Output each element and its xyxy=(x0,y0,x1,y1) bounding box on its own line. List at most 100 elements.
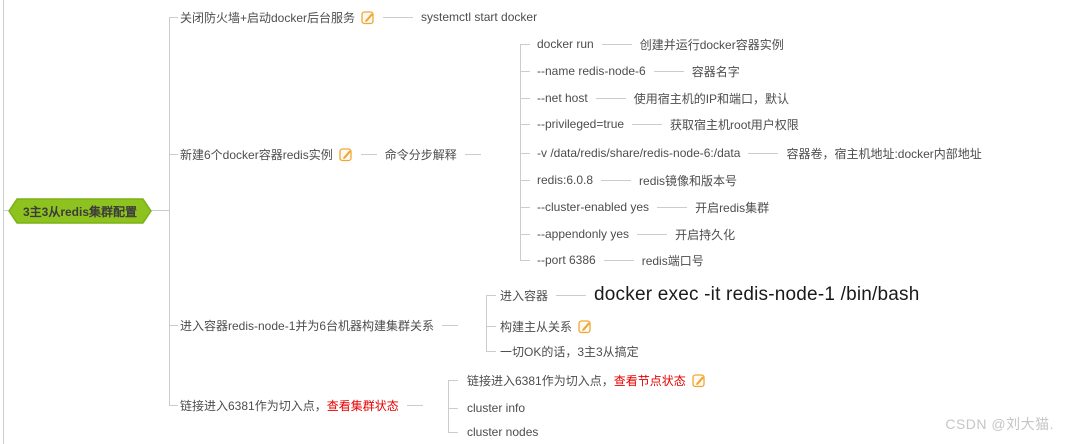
subtopic-enter-container[interactable]: 进入容器 docker exec -it redis-node-1 /bin/b… xyxy=(500,282,920,308)
connector-line xyxy=(632,123,663,125)
connector-line xyxy=(169,17,170,406)
subtopic-port[interactable]: --port 6386 redis端口号 xyxy=(537,251,704,269)
subtopic-label: 进入容器 xyxy=(500,288,549,303)
connector-line xyxy=(520,98,530,99)
connector-line xyxy=(442,324,459,326)
connector-line xyxy=(383,16,414,18)
connector-line xyxy=(150,210,169,211)
branch-enter-container-build-cluster[interactable]: 进入容器redis-node-1并为6台机器构建集群关系 xyxy=(180,316,459,334)
subtopic-net-host[interactable]: --net host 使用宿主机的IP和端口，默认 xyxy=(537,89,789,107)
connector-line xyxy=(520,180,530,181)
cmd-desc[interactable]: 创建并运行docker容器实例 xyxy=(639,37,784,52)
connector-line xyxy=(3,0,4,444)
connector-line xyxy=(595,97,626,99)
subtopic-label: 构建主从关系 xyxy=(500,319,573,334)
connector-line xyxy=(486,351,496,352)
root-topic-label: 3主3从redis集群配置 xyxy=(22,204,138,219)
subtopic-privileged[interactable]: --privileged=true 获取宿主机root用户权限 xyxy=(537,115,799,133)
connector-line xyxy=(520,153,530,154)
connector-line xyxy=(464,153,481,155)
cmd-label: --port 6386 xyxy=(537,253,596,267)
connector-line xyxy=(637,233,668,235)
cmd-desc[interactable]: 容器卷，宿主机地址:docker内部地址 xyxy=(786,146,982,161)
subtopic-label-prefix: 链接进入6381作为切入点， xyxy=(467,373,614,388)
note-pencil-icon[interactable] xyxy=(578,319,592,334)
subtopic-build-master-slave[interactable]: 构建主从关系 xyxy=(500,317,592,335)
cmd-desc[interactable]: redis镜像和版本号 xyxy=(639,173,738,188)
connector-line xyxy=(601,43,632,45)
connector-line xyxy=(748,152,779,154)
connector-line xyxy=(169,405,178,406)
subtopic-label: 一切OK的话，3主3从搞定 xyxy=(500,344,639,359)
connector-line xyxy=(603,259,634,261)
cmd-label: --name redis-node-6 xyxy=(537,64,646,78)
subtopic-cluster-nodes[interactable]: cluster nodes xyxy=(467,423,538,441)
csdn-watermark: CSDN @刘大猫. xyxy=(945,416,1054,432)
subtopic-name[interactable]: --name redis-node-6 容器名字 xyxy=(537,62,740,80)
connector-line xyxy=(169,154,178,155)
connector-line xyxy=(448,432,458,433)
connector-line xyxy=(406,404,423,406)
note-pencil-icon[interactable] xyxy=(361,10,375,25)
connector-line xyxy=(486,295,487,352)
connector-line xyxy=(360,153,377,155)
connector-line xyxy=(169,325,178,326)
connector-line xyxy=(520,71,530,72)
subtopic-volume[interactable]: -v /data/redis/share/redis-node-6:/data … xyxy=(537,144,982,162)
branch-label: 关闭防火墙+启动docker后台服务 xyxy=(180,10,356,25)
connector-line xyxy=(556,294,587,296)
subtopic-label: cluster info xyxy=(467,401,526,415)
connector-line xyxy=(448,408,458,409)
subtopic-redis-image[interactable]: redis:6.0.8 redis镜像和版本号 xyxy=(537,171,737,189)
connector-line xyxy=(520,260,530,261)
branch-label-red: 查看集群状态 xyxy=(326,398,399,413)
connector-line xyxy=(520,207,530,208)
connector-line xyxy=(169,17,178,18)
connector-line xyxy=(486,295,496,296)
connector-line xyxy=(601,179,632,181)
connector-line xyxy=(3,210,11,211)
subtopic-appendonly[interactable]: --appendonly yes 开启持久化 xyxy=(537,225,735,243)
cmd-desc[interactable]: 开启持久化 xyxy=(675,227,736,242)
branch-create-6-containers[interactable]: 新建6个docker容器redis实例 命令分步解释 xyxy=(180,145,481,163)
connector-line xyxy=(520,234,530,235)
cmd-desc[interactable]: 容器名字 xyxy=(691,64,740,79)
subtopic-command-explain[interactable]: 命令分步解释 xyxy=(384,147,457,162)
connector-line xyxy=(520,44,530,45)
root-topic-shape xyxy=(8,198,152,224)
subtopic-label[interactable]: systemctl start docker xyxy=(421,10,538,24)
subtopic-cluster-info[interactable]: cluster info xyxy=(467,399,525,417)
branch-label-prefix: 链接进入6381作为切入点， xyxy=(180,398,327,413)
cmd-label: -v /data/redis/share/redis-node-6:/data xyxy=(537,146,741,160)
root-topic[interactable]: 3主3从redis集群配置 xyxy=(8,198,152,224)
branch-check-cluster-status[interactable]: 链接进入6381作为切入点， 查看集群状态 xyxy=(180,396,423,414)
docker-exec-command[interactable]: docker exec -it redis-node-1 /bin/bash xyxy=(594,284,920,305)
cmd-desc[interactable]: 获取宿主机root用户权限 xyxy=(670,117,799,132)
cmd-label: --cluster-enabled yes xyxy=(537,200,650,214)
note-pencil-icon[interactable] xyxy=(692,373,706,388)
cmd-label: docker run xyxy=(537,37,594,51)
connector-line xyxy=(486,326,496,327)
subtopic-check-node-status[interactable]: 链接进入6381作为切入点， 查看节点状态 xyxy=(467,371,706,389)
cmd-label: --appendonly yes xyxy=(537,227,630,241)
subtopic-all-ok[interactable]: 一切OK的话，3主3从搞定 xyxy=(500,342,639,360)
subtopic-docker-run[interactable]: docker run 创建并运行docker容器实例 xyxy=(537,35,784,53)
cmd-desc[interactable]: 使用宿主机的IP和端口，默认 xyxy=(633,91,790,106)
connector-line xyxy=(657,206,688,208)
cmd-label: --net host xyxy=(537,91,588,105)
branch-label: 新建6个docker容器redis实例 xyxy=(180,147,333,162)
connector-line xyxy=(448,380,449,432)
note-pencil-icon[interactable] xyxy=(339,147,353,162)
connector-line xyxy=(520,44,521,261)
cmd-label: redis:6.0.8 xyxy=(537,173,594,187)
subtopic-label-red: 查看节点状态 xyxy=(613,373,686,388)
branch-label: 进入容器redis-node-1并为6台机器构建集群关系 xyxy=(180,318,435,333)
branch-firewall-start-docker[interactable]: 关闭防火墙+启动docker后台服务 systemctl start docke… xyxy=(180,8,537,26)
cmd-desc[interactable]: 开启redis集群 xyxy=(695,200,770,215)
cmd-desc[interactable]: redis端口号 xyxy=(641,253,704,268)
connector-line xyxy=(653,70,684,72)
subtopic-cluster-enabled[interactable]: --cluster-enabled yes 开启redis集群 xyxy=(537,198,769,216)
connector-line xyxy=(520,124,530,125)
connector-line xyxy=(448,380,458,381)
